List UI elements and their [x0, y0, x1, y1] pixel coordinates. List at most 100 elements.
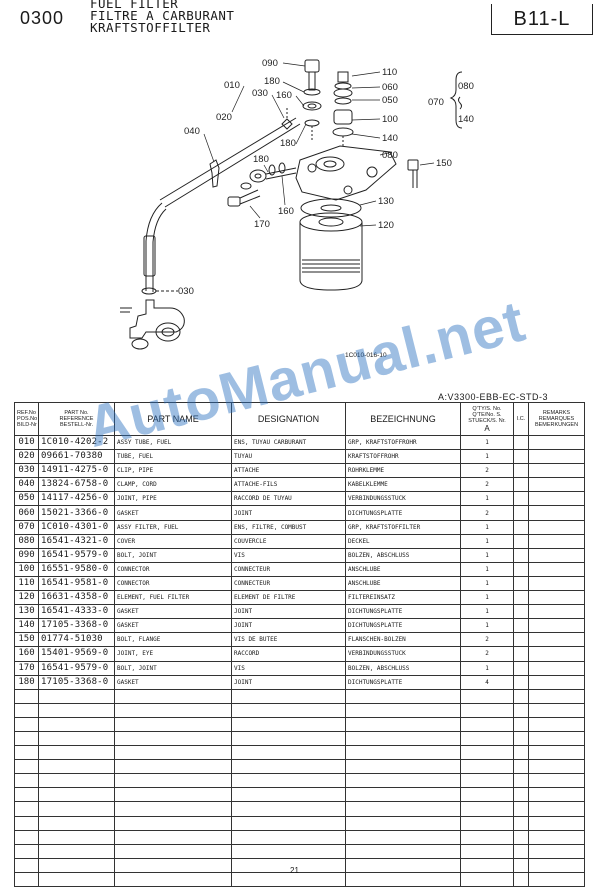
- blank-cell: [114, 745, 232, 761]
- blank-table-row: [14, 730, 585, 747]
- cell-part-no: 16541-4333-0: [38, 604, 115, 620]
- cell-ref: 170: [14, 660, 39, 676]
- cell-ref: 130: [14, 604, 39, 620]
- cell-designation: VIS DE BUTEE: [231, 632, 346, 648]
- cell-remarks: [528, 491, 585, 507]
- callout-010: 010: [224, 80, 240, 91]
- cell-ic: [513, 632, 529, 648]
- blank-cell: [231, 843, 346, 859]
- cell-qty: 1: [460, 491, 514, 507]
- cell-part-no: 17105-3368-0: [38, 674, 115, 690]
- cell-remarks: [528, 477, 585, 493]
- cell-remarks: [528, 632, 585, 648]
- blank-cell: [14, 801, 39, 817]
- blank-cell: [513, 688, 529, 704]
- callout-140-a: 140: [458, 114, 474, 125]
- blank-cell: [528, 716, 585, 732]
- col-part-no-en: PART No.: [64, 410, 89, 416]
- cell-designation: CONNECTEUR: [231, 561, 346, 577]
- cell-part-name: JOINT, PIPE: [114, 491, 232, 507]
- cell-ic: [513, 618, 529, 634]
- blank-cell: [513, 801, 529, 817]
- blank-cell: [460, 829, 514, 845]
- cell-bezeichnung: KABELKLEMME: [345, 477, 461, 493]
- cell-qty: 2: [460, 646, 514, 662]
- blank-table-row: [14, 773, 585, 789]
- blank-cell: [114, 829, 232, 845]
- col-ref-fr: POS.No: [17, 416, 38, 422]
- col-qty-a: A: [484, 424, 490, 433]
- blank-cell: [460, 702, 514, 718]
- cell-part-no: 16541-9579-0: [38, 547, 115, 563]
- col-part-no-fr: REFERENCE: [59, 416, 94, 422]
- blank-cell: [528, 702, 585, 718]
- col-qty-fr: Q'TE/No. S.: [472, 412, 502, 418]
- parts-table: REF.No POS.No BILD-Nr PART No. REFERENCE…: [14, 402, 585, 887]
- blank-cell: [345, 745, 461, 761]
- blank-cell: [345, 730, 461, 747]
- blank-cell: [528, 857, 585, 873]
- callout-080-a: 080: [458, 81, 474, 92]
- blank-cell: [528, 745, 585, 761]
- blank-cell: [14, 843, 39, 859]
- blank-cell: [38, 716, 115, 732]
- blank-cell: [114, 857, 232, 873]
- col-ref: REF.No POS.No BILD-Nr: [14, 402, 39, 436]
- col-qty: Q'TY/S. No. Q'TE/No. S. STUECK/S. Nr. A: [460, 402, 514, 436]
- blank-cell: [14, 829, 39, 845]
- blank-cell: [38, 702, 115, 718]
- blank-cell: [345, 829, 461, 845]
- cell-bezeichnung: DICHTUNGSPLATTE: [345, 505, 461, 521]
- cell-part-name: BOLT, JOINT: [114, 660, 232, 676]
- callout-120: 120: [378, 220, 394, 231]
- cell-remarks: [528, 575, 585, 592]
- callout-110: 110: [382, 67, 397, 78]
- blank-cell: [231, 815, 346, 831]
- exploded-parts-diagram: 090 110 060 050 070 080 140 010 180 160 …: [120, 58, 474, 350]
- cell-bezeichnung: FLANSCHEN-BOLZEN: [345, 632, 461, 648]
- col-ref-de: BILD-Nr: [17, 422, 37, 428]
- cell-ref: 020: [14, 449, 39, 465]
- blank-cell: [460, 815, 514, 831]
- cell-ref: 010: [14, 434, 39, 451]
- cell-part-name: ELEMENT, FUEL FILTER: [114, 590, 232, 606]
- callout-050: 050: [382, 95, 398, 106]
- cell-remarks: [528, 618, 585, 634]
- cell-ic: [513, 575, 529, 592]
- blank-cell: [528, 801, 585, 817]
- blank-cell: [513, 857, 529, 873]
- blank-cell: [528, 815, 585, 831]
- cell-part-name: GASKET: [114, 604, 232, 620]
- blank-cell: [114, 730, 232, 747]
- blank-cell: [513, 702, 529, 718]
- blank-cell: [14, 787, 39, 803]
- cell-part-name: GASKET: [114, 505, 232, 521]
- cell-part-no: 17105-3368-0: [38, 618, 115, 634]
- blank-cell: [114, 702, 232, 718]
- cell-remarks: [528, 547, 585, 563]
- cell-part-no: 13824-6758-0: [38, 477, 115, 493]
- cell-ic: [513, 547, 529, 563]
- blank-cell: [513, 829, 529, 845]
- blank-cell: [513, 787, 529, 803]
- blank-table-row: [14, 843, 585, 859]
- blank-cell: [231, 759, 346, 775]
- blank-cell: [513, 843, 529, 859]
- cell-designation: TUYAU: [231, 449, 346, 465]
- cell-part-no: 16541-9579-0: [38, 660, 115, 676]
- cell-ref: 050: [14, 491, 39, 507]
- blank-cell: [345, 815, 461, 831]
- blank-cell: [38, 815, 115, 831]
- callout-080-b: 080: [382, 150, 398, 161]
- cell-part-no: 16551-9580-0: [38, 561, 115, 577]
- blank-cell: [231, 801, 346, 817]
- cell-qty: 1: [460, 434, 514, 451]
- blank-table-row: [14, 745, 585, 761]
- cell-part-name: GASKET: [114, 674, 232, 690]
